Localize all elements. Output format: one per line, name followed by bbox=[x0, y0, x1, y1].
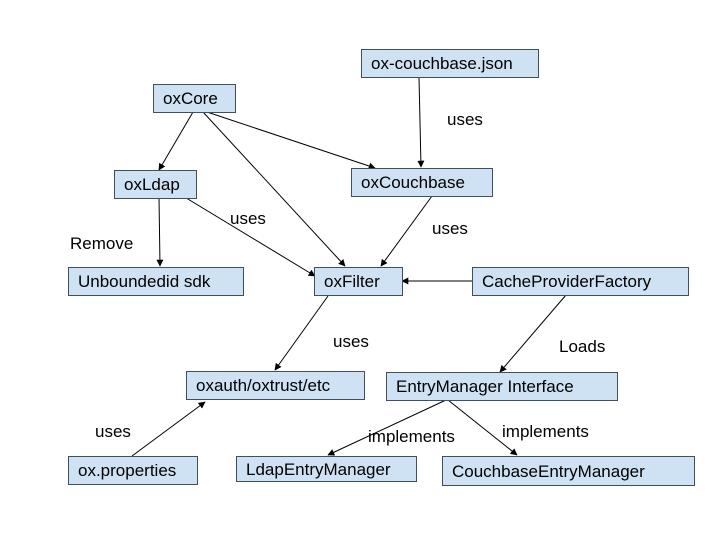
node-ldap-entry-manager: LdapEntryManager bbox=[236, 456, 417, 482]
edge-json-to-oxcouchbase bbox=[417, 76, 425, 168]
node-oxcouchbase: oxCouchbase bbox=[351, 168, 493, 197]
edge-label-loads: Loads bbox=[559, 337, 606, 356]
edge-label-uses: uses bbox=[333, 332, 369, 351]
edge-oxfilter-to-oxauth bbox=[274, 295, 329, 371]
node-couchbase-entry-manager: CouchbaseEntryManager bbox=[442, 456, 695, 486]
edge-label-uses: uses bbox=[447, 110, 483, 129]
node-oxcore: oxCore bbox=[153, 84, 236, 113]
edge-oxcore-to-oxcouchbase bbox=[206, 111, 376, 170]
edge-label-implements: implements bbox=[368, 427, 455, 446]
edge-oxcouchbase-to-oxfilter bbox=[380, 195, 433, 267]
edge-label-uses: uses bbox=[230, 209, 266, 228]
node-entry-manager-interface: EntryManager Interface bbox=[386, 372, 618, 401]
edge-oxldap-to-oxfilter bbox=[172, 189, 316, 277]
edge-label-remove: Remove bbox=[70, 234, 134, 253]
edge-oxcore-to-oxfilter bbox=[202, 111, 346, 267]
edge-entrymanager-to-couchbaseentry bbox=[447, 399, 518, 456]
edge-properties-to-oxauth bbox=[131, 401, 206, 457]
edge-label-implements: implements bbox=[502, 422, 589, 441]
edge-label-uses: uses bbox=[432, 219, 468, 238]
node-ox-properties: ox.properties bbox=[68, 456, 198, 485]
node-unboundedid-sdk: Unboundedid sdk bbox=[68, 267, 244, 296]
edge-cacheprovider-to-entrymanager bbox=[499, 294, 567, 373]
node-oxauth-oxtrust: oxauth/oxtrust/etc bbox=[186, 371, 365, 400]
edge-label-uses: uses bbox=[95, 422, 131, 441]
edge-entrymanager-to-ldapentry bbox=[327, 399, 447, 456]
edge-oxldap-to-unboundedid bbox=[156, 196, 164, 267]
node-oxfilter: oxFilter bbox=[314, 267, 403, 296]
node-oxldap: oxLdap bbox=[114, 170, 197, 199]
node-cache-provider-factory: CacheProviderFactory bbox=[472, 267, 689, 296]
edge-oxcore-to-oxldap bbox=[158, 111, 194, 171]
node-ox-couchbase-json: ox-couchbase.json bbox=[361, 49, 539, 78]
